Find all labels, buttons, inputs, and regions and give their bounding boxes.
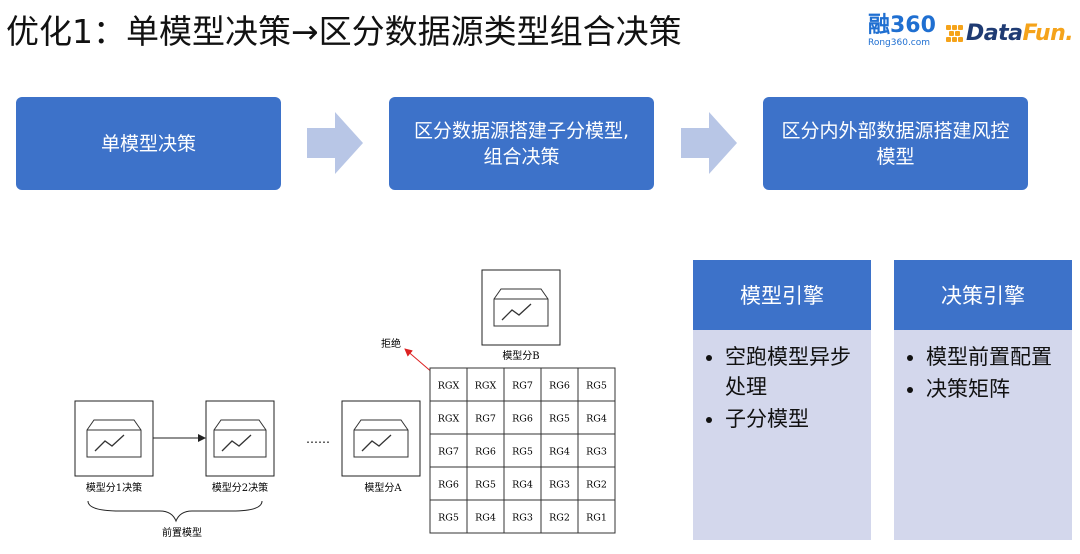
matrix-cell-label: RG5 xyxy=(586,381,607,392)
matrix-cell-label: RGX xyxy=(475,381,497,392)
model-chart-icon xyxy=(353,419,409,458)
matrix-cell xyxy=(577,367,616,402)
matrix-cell xyxy=(503,400,542,435)
group-brace xyxy=(87,500,263,523)
matrix-cell xyxy=(503,433,542,468)
matrix-cell xyxy=(503,367,542,402)
decision-engine-item: 决策矩阵 xyxy=(926,374,1072,404)
matrix-cell-label: RG3 xyxy=(549,480,570,491)
model-box-a: 模型分A xyxy=(341,400,421,494)
matrix-cell-label: RG6 xyxy=(549,381,570,392)
matrix-cell-label: RG6 xyxy=(438,480,459,491)
matrix-cell-label: RG5 xyxy=(512,447,533,458)
matrix-cell xyxy=(429,499,468,534)
decision-engine-item: 模型前置配置 xyxy=(926,342,1072,372)
matrix-cell xyxy=(577,499,616,534)
matrix-cell-label: RGX xyxy=(438,414,460,425)
matrix-cell-label: RG1 xyxy=(586,513,607,524)
matrix-cell xyxy=(503,499,542,534)
matrix-cell-label: RG7 xyxy=(438,447,459,458)
matrix-cell-label: RG4 xyxy=(549,447,570,458)
model-engine-title: 模型引擎 xyxy=(693,260,871,330)
model-box-1: 模型分1决策 xyxy=(74,400,154,494)
matrix-cell xyxy=(540,499,579,534)
model-box-2: 模型分2决策 xyxy=(205,400,275,494)
matrix-cell xyxy=(503,466,542,501)
matrix-cell-label: RG6 xyxy=(475,447,496,458)
matrix-cell-label: RG4 xyxy=(475,513,496,524)
matrix-cell-label: RG4 xyxy=(512,480,533,491)
right-arrow-icon xyxy=(307,112,363,174)
model-label-b: 模型分B xyxy=(502,349,539,362)
decision-engine-title: 决策引擎 xyxy=(894,260,1072,330)
model-label-a: 模型分A xyxy=(364,481,402,494)
matrix-cell-label: RG5 xyxy=(475,480,496,491)
matrix-cell-label: RG7 xyxy=(475,414,496,425)
model-engine-item: 空跑模型异步处理 xyxy=(725,342,871,402)
matrix-cell-label: RGX xyxy=(438,381,460,392)
model-chart-icon xyxy=(86,419,142,458)
step-internal-external: 区分内外部数据源搭建风控模型 xyxy=(763,97,1028,190)
ellipsis: …… xyxy=(306,432,330,446)
model-engine-item: 子分模型 xyxy=(725,404,871,434)
matrix-cell xyxy=(466,400,505,435)
matrix-cell-label: RG2 xyxy=(549,513,570,524)
model-chart-icon xyxy=(493,288,549,327)
matrix-cell xyxy=(466,433,505,468)
matrix-cell-label: RG5 xyxy=(438,513,459,524)
matrix-cell xyxy=(466,499,505,534)
model-box-b: 模型分B xyxy=(481,269,561,362)
page-title: 优化1：单模型决策→区分数据源类型组合决策 xyxy=(6,12,682,51)
datafun-logo: DataFun. xyxy=(946,18,1076,48)
group-label: 前置模型 xyxy=(162,526,202,539)
decision-engine-panel: 决策引擎 模型前置配置 决策矩阵 xyxy=(894,260,1072,540)
matrix-cell xyxy=(577,466,616,501)
rong360-logo-mark: 融360 xyxy=(868,13,936,38)
matrix-cell-label: RG7 xyxy=(512,381,533,392)
matrix-cell xyxy=(540,400,579,435)
matrix-cell-label: RG3 xyxy=(512,513,533,524)
matrix-cell-label: RG2 xyxy=(586,480,607,491)
datafun-dots-icon xyxy=(946,23,964,43)
step-single-model: 单模型决策 xyxy=(16,97,281,190)
matrix-cell-label: RG3 xyxy=(586,447,607,458)
rong360-logo-sub: Rong360.com xyxy=(868,38,931,48)
datafun-logo-text-a: Data xyxy=(966,20,1023,46)
model-engine-panel: 模型引擎 空跑模型异步处理 子分模型 xyxy=(693,260,871,540)
model-label-1: 模型分1决策 xyxy=(86,481,142,494)
right-arrow-icon xyxy=(681,112,737,174)
rong360-logo: 融360 Rong360.com xyxy=(868,14,940,52)
model-chart-icon xyxy=(213,419,267,458)
matrix-cell-label: RG6 xyxy=(512,414,533,425)
matrix-cell-label: RG4 xyxy=(586,414,607,425)
datafun-logo-text-b: Fun. xyxy=(1022,20,1074,46)
matrix-cell xyxy=(540,367,579,402)
step-sub-models: 区分数据源搭建子分模型, 组合决策 xyxy=(389,97,654,190)
matrix-cell-label: RG5 xyxy=(549,414,570,425)
model-label-2: 模型分2决策 xyxy=(212,481,268,494)
reject-label: 拒绝 xyxy=(381,337,401,350)
